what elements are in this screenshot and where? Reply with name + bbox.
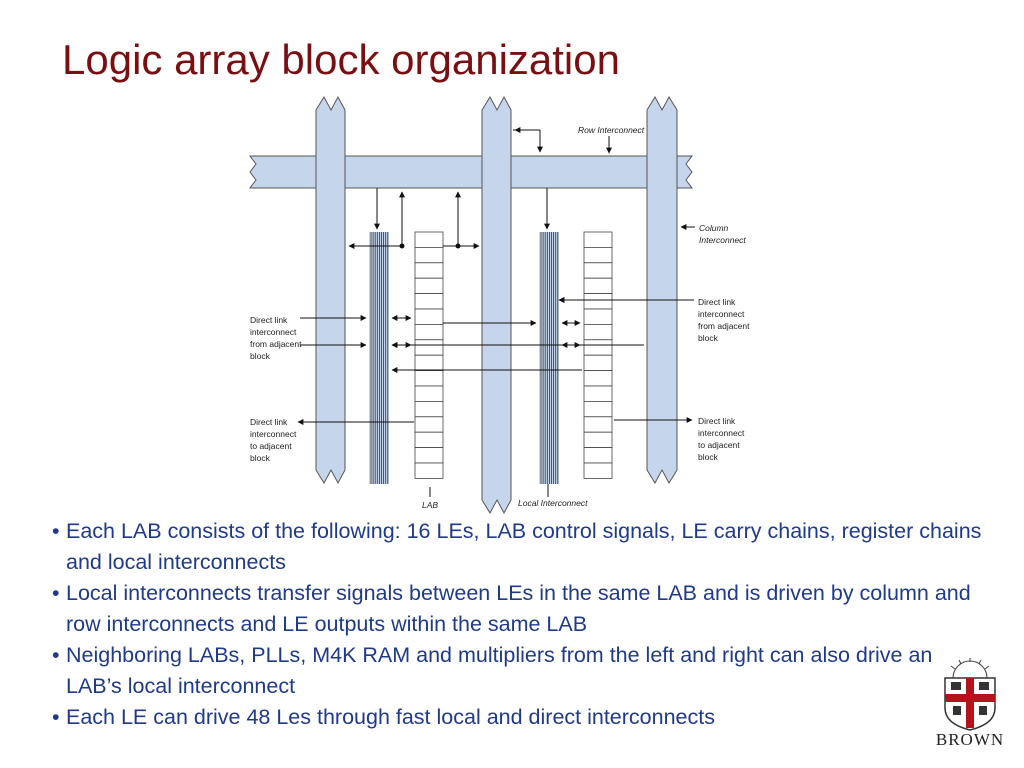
logic-element-cell [414,277,444,295]
column-interconnect-bus-3 [646,95,678,485]
bullet-item: Neighboring LABs, PLLs, M4K RAM and mult… [52,640,982,702]
logic-element-cell [583,246,613,264]
column-interconnect-bus-1 [315,95,346,485]
logic-element-cell [583,308,613,325]
brown-university-shield-logo [944,658,996,731]
logic-element-cell [414,416,444,433]
direct-from-right-label-1: Direct link [698,297,736,307]
logic-element-cell [414,385,444,402]
direct-from-right-label-2: interconnect [698,309,745,319]
direct-to-right-label-1: Direct link [698,416,736,426]
direct-from-left-label-2: interconnect [250,327,297,337]
logic-element-cell [583,339,613,356]
column-interconnect-label-2: Interconnect [699,235,746,245]
lab-organization-diagram: Row Interconnect Column Interconnect Dir… [249,95,750,515]
logic-element-cell [414,323,444,341]
row-interconnect-label: Row Interconnect [578,125,645,135]
logic-element-cell [414,339,444,356]
logic-element-cell [583,416,613,433]
column-interconnect-label-1: Column [699,223,729,233]
logic-element-cell [583,323,613,341]
column-interconnect-bus-2 [481,95,512,515]
direct-from-right-label-4: block [698,333,719,343]
logic-element-cell [414,370,444,387]
direct-to-left-label-4: block [250,453,271,463]
logic-element-cell [414,231,444,248]
logic-element-cell [583,385,613,402]
logic-element-cell [414,431,444,449]
logic-element-cell [414,262,444,279]
logic-element-cell [583,370,613,387]
logic-element-cell [414,293,444,310]
bullet-item: Each LE can drive 48 Les through fast lo… [52,702,982,733]
direct-from-left-label-1: Direct link [250,315,288,325]
logic-element-cell [414,400,444,418]
direct-to-right-label-4: block [698,452,719,462]
connection-arrows [297,127,695,497]
bullet-item: Local interconnects transfer signals bet… [52,578,982,640]
logic-element-cell [583,293,613,310]
logic-element-cell [414,308,444,325]
logic-element-cell [583,462,613,479]
direct-to-left-label-3: to adjacent [250,441,292,451]
local-interconnect-label: Local Interconnect [518,498,588,508]
direct-from-left-label-3: from adjacent [250,339,302,349]
direct-to-right-label-3: to adjacent [698,440,740,450]
logic-element-cell [583,277,613,295]
brown-wordmark: BROWN [935,730,1005,749]
lab-label: LAB [422,500,438,510]
logic-element-cell [583,354,613,372]
logic-element-cell [583,231,613,248]
logic-element-cell [414,354,444,372]
logic-element-cell [583,431,613,449]
bullet-list: Each LAB consists of the following: 16 L… [52,516,982,733]
local-interconnect-left [369,232,389,484]
logic-element-cell [583,447,613,464]
local-interconnect-right [539,232,559,484]
lab-le-stack-left [414,231,444,479]
direct-to-right-label-2: interconnect [698,428,745,438]
direct-to-left-label-2: interconnect [250,429,297,439]
logic-element-cell [414,447,444,464]
logic-element-cell [414,246,444,264]
direct-from-left-label-4: block [250,351,271,361]
direct-to-left-label-1: Direct link [250,417,288,427]
logic-element-cell [583,400,613,418]
slide-title: Logic array block organization [62,36,620,83]
logic-element-cell [414,462,444,479]
bullet-item: Each LAB consists of the following: 16 L… [52,516,982,578]
logic-element-cell [583,262,613,279]
direct-from-right-label-3: from adjacent [698,321,750,331]
row-interconnect-bus [249,155,693,189]
lab-le-stack-right [583,231,613,479]
